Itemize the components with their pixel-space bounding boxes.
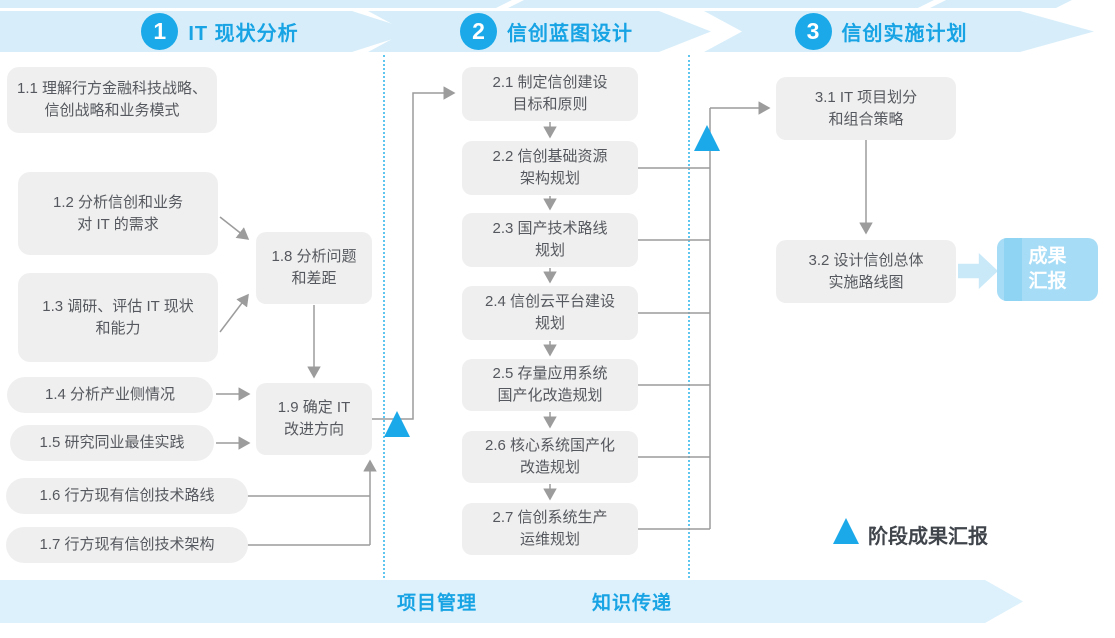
step-box-1-1: 1.1 理解行方金融科技战略、 信创战略和业务模式 <box>7 67 217 133</box>
footer-band: 项目管理 知识传递 <box>0 580 1023 623</box>
milestone-triangle-icon <box>694 125 720 151</box>
footer-label-project-management: 项目管理 <box>397 593 478 614</box>
top-strip-segment-3 <box>930 0 1072 8</box>
step-box-1-5: 1.5 研究同业最佳实践 <box>10 425 214 461</box>
phase-band-1: 1 IT 现状分析 <box>0 11 416 52</box>
step-box-1-7: 1.7 行方现有信创技术架构 <box>6 527 248 563</box>
step-box-1-4: 1.4 分析产业侧情况 <box>7 377 213 413</box>
step-box-2-6: 2.6 核心系统国产化 改造规划 <box>462 431 638 483</box>
step-box-2-4: 2.4 信创云平台建设 规划 <box>462 286 638 340</box>
phase-3-number-badge: 3 <box>794 13 832 50</box>
step-box-1-8: 1.8 分析问题 和差距 <box>256 232 372 304</box>
phase-divider-2-3 <box>688 55 690 578</box>
footer-label-knowledge-transfer: 知识传递 <box>592 593 673 614</box>
step-box-2-5: 2.5 存量应用系统 国产化改造规划 <box>462 359 638 411</box>
top-strip-segment-1 <box>0 0 512 8</box>
arrow-1-3-to-1-8 <box>219 293 249 333</box>
arrow-1-2-to-1-8 <box>219 216 250 240</box>
phase-band-3: 3 信创实施计划 <box>704 11 1094 52</box>
step-box-1-9: 1.9 确定 IT 改进方向 <box>256 383 372 455</box>
step-box-2-7: 2.7 信创系统生产 运维规划 <box>462 503 638 555</box>
phase-1-number-badge: 1 <box>141 13 179 50</box>
step-box-2-2: 2.2 信创基础资源 架构规划 <box>462 141 638 195</box>
step-box-1-2: 1.2 分析信创和业务 对 IT 的需求 <box>18 172 218 255</box>
phase-divider-1-2 <box>383 55 385 578</box>
milestone-triangle-icon <box>384 411 410 437</box>
legend-label: 阶段成果汇报 <box>868 526 988 548</box>
step-box-2-1: 2.1 制定信创建设 目标和原则 <box>462 67 638 121</box>
phase-band-2: 2 信创蓝图设计 <box>368 11 711 52</box>
step-box-3-1: 3.1 IT 项目划分 和组合策略 <box>776 77 956 140</box>
step-box-1-3: 1.3 调研、评估 IT 现状 和能力 <box>18 273 218 362</box>
step-box-1-6: 1.6 行方现有信创技术路线 <box>6 478 248 514</box>
top-strip-segment-2 <box>508 0 934 8</box>
phase-3-title: 信创实施计划 <box>841 23 968 45</box>
legend-triangle-icon <box>833 518 859 544</box>
result-report-box: 成果 汇报 <box>997 238 1098 301</box>
phase-2-number-badge: 2 <box>460 13 497 50</box>
phase-2-title: 信创蓝图设计 <box>507 23 633 45</box>
phase-1-title: IT 现状分析 <box>188 23 299 45</box>
result-arrow-icon <box>958 253 998 289</box>
step-box-3-2: 3.2 设计信创总体 实施路线图 <box>776 240 956 303</box>
result-box-stripe <box>1004 238 1022 301</box>
step-box-2-3: 2.3 国产技术路线 规划 <box>462 213 638 267</box>
